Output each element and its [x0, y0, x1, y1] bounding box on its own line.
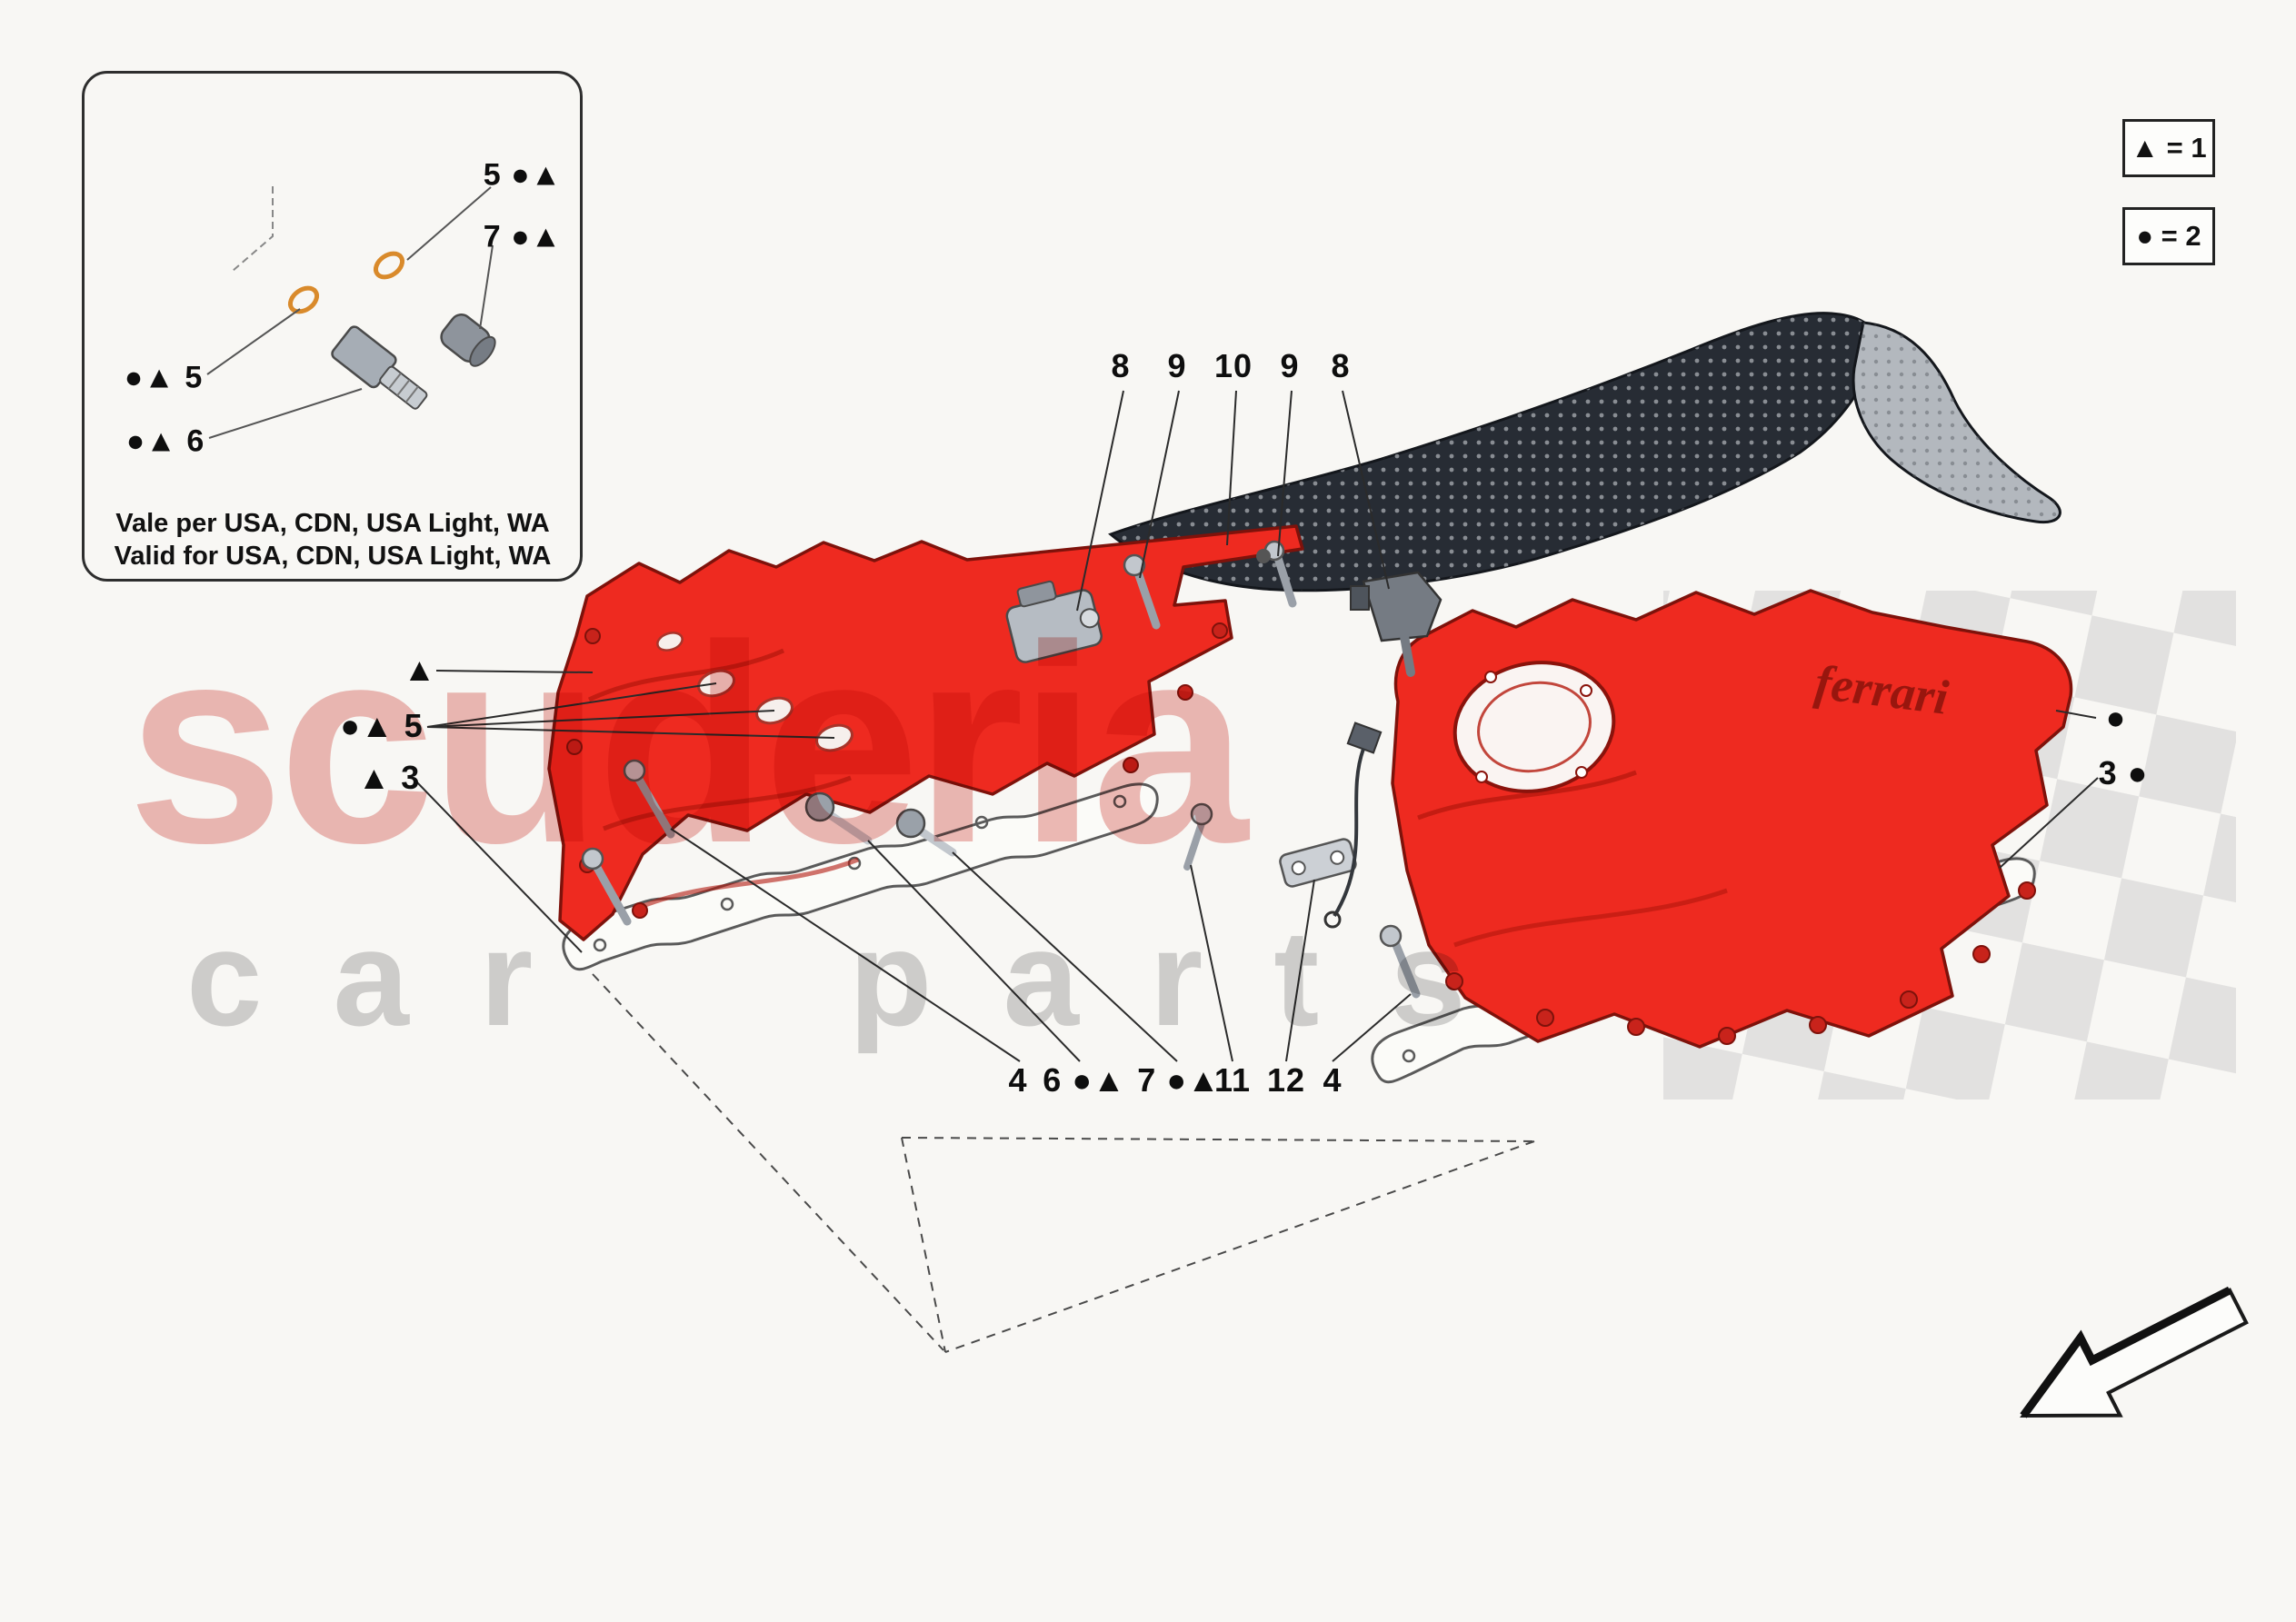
callout-right-3: 3 ●: [2098, 754, 2149, 791]
legend-triangle: ▲ = 1: [2122, 119, 2215, 177]
inset-cap: [440, 313, 496, 367]
bolt-4-right: [1379, 924, 1421, 999]
bolt-top-left: [1123, 553, 1161, 630]
validity-note-english: Valid for USA, CDN, USA Light, WA: [114, 542, 552, 571]
inset-validity-box: [82, 71, 583, 582]
inset-detail-drawing: [206, 186, 496, 439]
inset-callout-5-left: ●▲ 5: [124, 360, 204, 395]
callout-top-8b: 8: [1331, 347, 1351, 384]
callout-top-10: 10: [1213, 347, 1253, 384]
callout-left-triangle: ▲: [403, 651, 437, 688]
validity-note-italian: Vale per USA, CDN, USA Light, WA: [115, 509, 550, 538]
leader-lines: [415, 390, 2099, 1062]
left-cam-cover: [547, 524, 1304, 941]
legend-circle: ● = 2: [2122, 207, 2215, 265]
inset-leader-lines: [206, 186, 494, 439]
small-fastener: [1256, 549, 1271, 563]
inset-callout-7: 7 ●▲: [483, 219, 563, 254]
bolt-11: [1183, 802, 1213, 871]
right-cam-cover: ferrari: [1391, 589, 2073, 1049]
cover-sensor-6: [804, 791, 873, 845]
inset-callout-6: ●▲ 6: [125, 423, 205, 459]
callout-bottom-12: 12: [1266, 1061, 1306, 1099]
callout-top-9a: 9: [1167, 347, 1187, 384]
bolt-4-left-a: [623, 759, 675, 839]
bracket-12: [1279, 838, 1357, 888]
construction-lines: [592, 973, 1535, 1353]
map-sensor: [1350, 571, 1442, 677]
callout-top-8a: 8: [1111, 347, 1131, 384]
callout-bottom-4b: 4: [1323, 1061, 1343, 1099]
inset-sensor: [331, 325, 428, 410]
callout-bottom-6: 6 ●▲: [1043, 1061, 1126, 1099]
callout-bottom-11: 11: [1213, 1061, 1252, 1099]
inset-callout-5-top: 5 ●▲: [483, 157, 563, 193]
callout-left-5: ●▲ 5: [340, 707, 424, 744]
callout-left-3: ▲ 3: [357, 759, 421, 796]
cover-sensor-7: [895, 808, 957, 857]
o-ring-a: [287, 285, 320, 314]
o-ring-b: [373, 251, 405, 280]
bolt-4-left-b: [581, 847, 632, 926]
direction-arrow-icon: [2020, 1286, 2249, 1418]
wiring-harness: [1323, 721, 1383, 929]
callout-right-circle: ●: [2105, 699, 2127, 736]
heat-shield: [1108, 312, 2061, 592]
callout-bottom-4a: 4: [1008, 1061, 1028, 1099]
callout-top-9b: 9: [1280, 347, 1300, 384]
callout-bottom-7: 7 ●▲: [1137, 1061, 1221, 1099]
